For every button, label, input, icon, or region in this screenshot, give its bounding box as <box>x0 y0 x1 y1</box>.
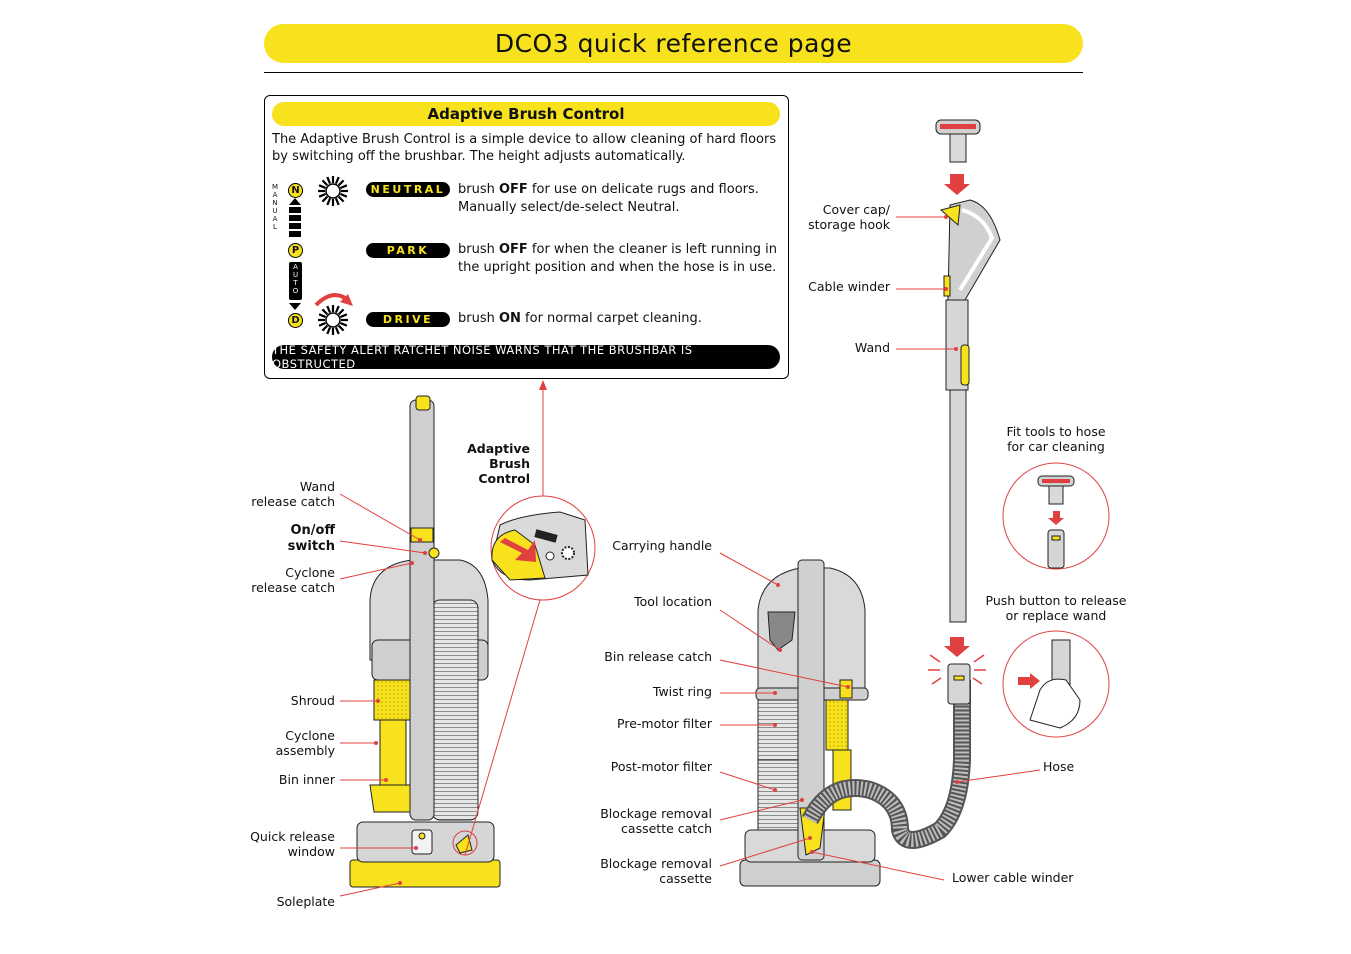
up-arrow-icon <box>539 380 547 390</box>
dot-d: D <box>288 313 303 328</box>
left-leader-dots <box>374 538 427 885</box>
label-blockage-removal-cassette-catch: Blockage removal cassette catch <box>600 806 712 836</box>
label-wand: Wand <box>854 340 890 355</box>
tools-detail-circle <box>1002 462 1110 570</box>
right-leader-dots <box>773 215 959 854</box>
adaptive-brush-control-panel <box>264 95 789 379</box>
label-shroud: Shroud <box>290 693 335 708</box>
wand-and-handle <box>928 119 1001 685</box>
label-tool-location: Tool location <box>634 594 712 609</box>
upright-vacuum-side <box>739 559 971 887</box>
brushbar-icon-drive <box>318 305 348 335</box>
label-blockage-removal-cassette: Blockage removal cassette <box>600 856 712 886</box>
manual-bar-stack <box>289 198 301 310</box>
drive-pill: DRIVE <box>366 312 450 327</box>
manual-letters: M A N U A L <box>271 183 279 231</box>
park-description: brush OFF for when the cleaner is left r… <box>458 242 777 275</box>
right-leader-lines <box>719 216 1041 881</box>
dot-p: P <box>288 243 303 258</box>
upright-vacuum-front <box>349 395 501 888</box>
auto-letters: A U T O <box>289 262 302 300</box>
push-button-detail-circle <box>1002 630 1110 738</box>
label-hose: Hose <box>1043 759 1075 774</box>
label-on-off-switch: On/off switch <box>287 523 335 554</box>
label-push-button: Push button to release or replace wand <box>985 593 1127 623</box>
label-lower-cable-winder: Lower cable winder <box>952 870 1074 885</box>
drive-description: brush ON for normal carpet cleaning. <box>458 311 702 326</box>
label-wand-release-catch: Wand release catch <box>251 479 335 509</box>
brushbar-icon-neutral <box>318 176 348 206</box>
title-rule <box>264 72 1083 73</box>
label-post-motor-filter: Post-motor filter <box>610 759 712 774</box>
label-fit-tools: Fit tools to hose for car cleaning <box>1006 424 1106 454</box>
neutral-pill: NEUTRAL <box>366 182 450 197</box>
label-bin-inner: Bin inner <box>278 772 335 787</box>
safety-alert-banner: THE SAFETY ALERT RATCHET NOISE WARNS THA… <box>272 343 780 371</box>
abc-zoom-circle <box>490 495 596 601</box>
label-cable-winder: Cable winder <box>808 279 890 294</box>
dot-n: N <box>288 183 303 198</box>
label-twist-ring: Twist ring <box>652 684 712 699</box>
label-cyclone-assembly: Cyclone assembly <box>275 728 335 758</box>
page-title: DCO3 quick reference page <box>264 24 1083 63</box>
push-arrow-icon <box>1018 673 1040 689</box>
rotation-arrowhead-icon <box>340 294 353 306</box>
click-burst-icon <box>928 654 986 685</box>
abc-intro-text: The Adaptive Brush Control is a simple d… <box>272 132 777 164</box>
down-arrow-icon <box>944 174 970 195</box>
label-carrying-handle: Carrying handle <box>612 538 712 553</box>
label-quick-release-window: Quick release window <box>250 829 335 859</box>
neutral-description: brush OFF for use on delicate rugs and f… <box>458 182 759 215</box>
label-cyclone-release-catch: Cyclone release catch <box>251 565 335 595</box>
label-pre-motor-filter: Pre-motor filter <box>617 716 712 731</box>
label-cover-cap-storage-hook: Cover cap/ storage hook <box>808 202 890 232</box>
left-leader-lines <box>339 493 426 897</box>
down-arrow-icon-2 <box>944 637 970 657</box>
label-bin-release-catch: Bin release catch <box>604 649 712 664</box>
label-soleplate: Soleplate <box>276 894 335 909</box>
park-pill: PARK <box>366 243 450 258</box>
label-adaptive-brush-control: Adaptive Brush Control <box>467 441 530 486</box>
abc-heading: Adaptive Brush Control <box>272 102 780 126</box>
